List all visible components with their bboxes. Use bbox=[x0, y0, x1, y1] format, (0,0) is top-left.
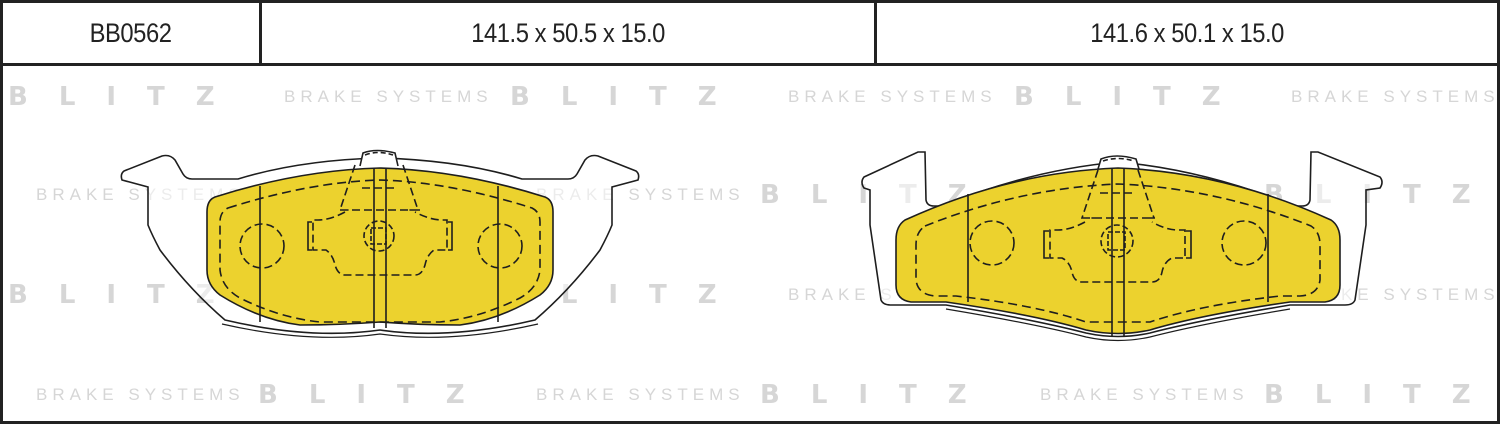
pad-2-dimensions: 141.6 x 50.1 x 15.0 bbox=[1090, 17, 1284, 48]
part-number: BB0562 bbox=[90, 17, 172, 48]
brake-pad-right bbox=[861, 151, 1383, 342]
brake-pad-drawings bbox=[120, 149, 1383, 342]
wear-indicator-tab bbox=[1097, 155, 1140, 170]
brake-pad-left bbox=[120, 149, 640, 338]
dimension-cell-1: 141.5 x 50.5 x 15.0 bbox=[262, 3, 877, 63]
dimension-cell-2: 141.6 x 50.1 x 15.0 bbox=[877, 3, 1497, 63]
spec-header: BB0562 141.5 x 50.5 x 15.0 141.6 x 50.1 … bbox=[0, 0, 1500, 66]
pad-1-dimensions: 141.5 x 50.5 x 15.0 bbox=[471, 17, 665, 48]
friction-pad bbox=[206, 167, 554, 326]
part-number-cell: BB0562 bbox=[3, 3, 262, 63]
wear-indicator-tab bbox=[359, 149, 399, 167]
